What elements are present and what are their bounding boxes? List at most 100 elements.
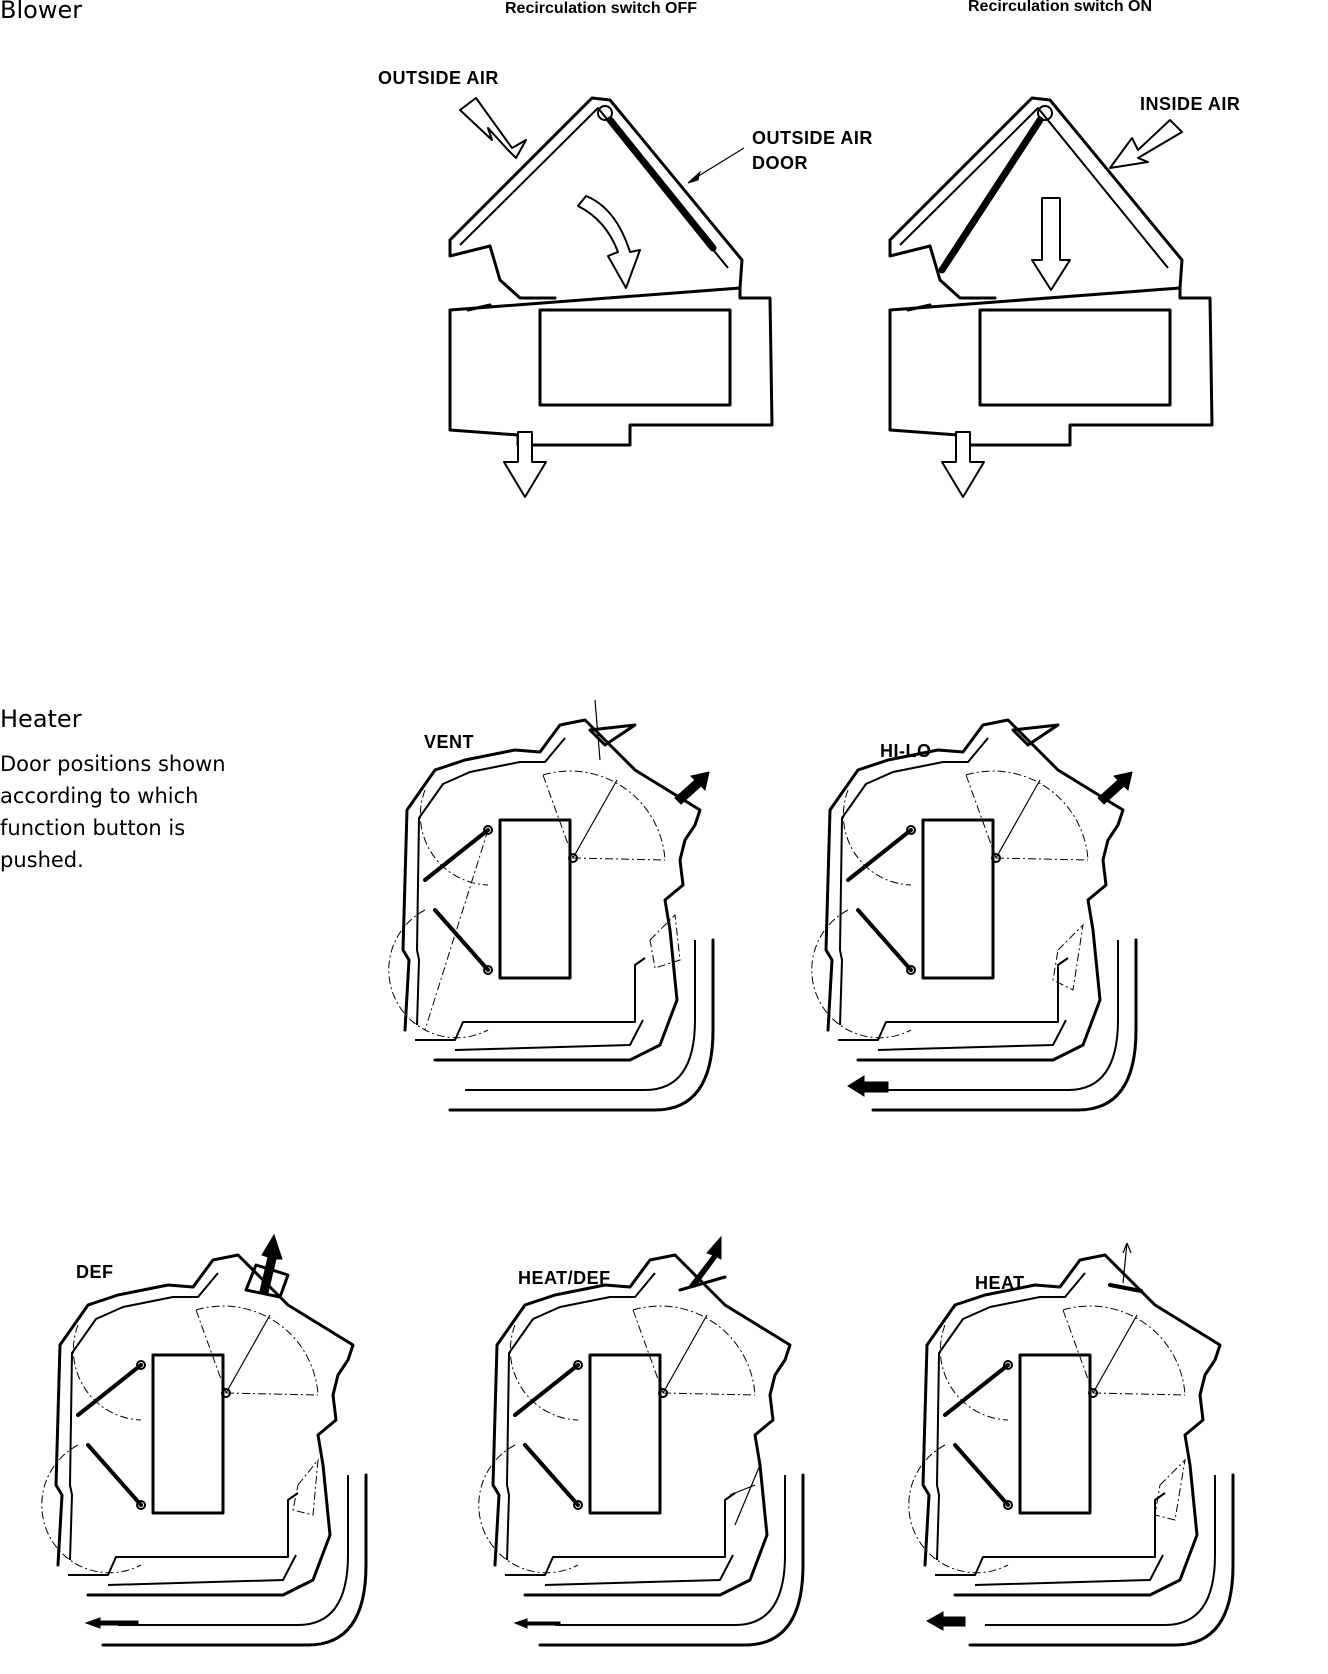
blower-section-title: Blower — [0, 0, 83, 24]
heater-floor-duct — [505, 1475, 786, 1626]
heater-hilo-diagram — [811, 718, 1138, 1112]
heater-case-inner-wall — [506, 1272, 734, 1586]
mode-door — [995, 779, 1041, 859]
heater-vent-diagram — [388, 699, 715, 1112]
heater-core — [588, 1353, 662, 1515]
heater-heat-diagram — [908, 1242, 1235, 1647]
mode-door-swing-arc — [542, 770, 666, 861]
heater-floor-duct-outer — [101, 1473, 368, 1647]
defrost-outlet-arrow — [259, 1233, 283, 1294]
heater-case-outline — [401, 718, 702, 1062]
pivot — [906, 825, 916, 835]
heatdef-mode-label: HEAT/DEF — [518, 1268, 611, 1288]
air-mix-door-lower — [523, 1443, 580, 1507]
blower-recirculation-off-diagram — [448, 96, 774, 498]
outside-air-label: OUTSIDE AIR — [378, 68, 499, 88]
floor-door-swing — [1052, 923, 1084, 991]
heat-mode-label: HEAT — [975, 1273, 1025, 1293]
heater-def-diagram — [41, 1233, 368, 1647]
recirculation-on-header: Recirculation switch ON — [968, 0, 1153, 15]
door-swing-arc — [478, 1324, 579, 1574]
blower-fan — [978, 308, 1172, 407]
blower-fan — [538, 308, 732, 407]
heater-description-line: according to which — [0, 784, 199, 808]
def-mode-label: DEF — [76, 1262, 114, 1282]
mode-door — [572, 779, 618, 859]
outside-air-door — [938, 116, 1044, 274]
blower-case — [448, 286, 774, 447]
air-mix-door-upper — [943, 1363, 1010, 1417]
mode-door — [225, 1314, 271, 1394]
outside-air-door — [606, 116, 717, 252]
door-swing-arc — [41, 1324, 142, 1574]
floor-outlet-arrow — [84, 1617, 139, 1629]
heater-floor-duct — [415, 940, 696, 1091]
recirculation-off-header: Recirculation switch OFF — [505, 0, 698, 17]
air-mix-door-upper — [513, 1363, 580, 1417]
mode-door-swing-arc — [965, 770, 1089, 861]
heater-description-line: pushed. — [0, 848, 84, 872]
heater-case-inner-wall — [69, 1272, 297, 1586]
outside-air-door-label-line2: DOOR — [752, 153, 808, 173]
air-mix-door-lower — [86, 1443, 143, 1507]
heater-case-outline — [54, 1253, 355, 1597]
heater-core — [1018, 1353, 1092, 1515]
heater-floor-duct — [838, 940, 1119, 1091]
pivot — [573, 1360, 583, 1370]
heater-description-line: function button is — [0, 816, 186, 840]
blower-intake-housing — [448, 96, 744, 300]
blower-case — [888, 286, 1214, 447]
heater-case-inner-wall — [936, 1272, 1164, 1586]
floor-outlet-arrow — [513, 1618, 561, 1629]
air-mix-door-lower — [856, 908, 913, 972]
floor-door-swing — [292, 1458, 319, 1516]
mode-door — [1092, 1314, 1138, 1394]
floor-door-swing — [1154, 1458, 1186, 1521]
heater-floor-duct-outer — [871, 938, 1138, 1112]
blower-intake-inner-wall — [899, 107, 1169, 269]
pivot — [1003, 1360, 1013, 1370]
air-mix-door-upper — [76, 1363, 143, 1417]
air-mix-door-upper — [423, 828, 490, 882]
air-mix-door-lower — [433, 908, 490, 972]
defrost-door — [1108, 1283, 1143, 1293]
hilo-mode-label: HI-LO — [880, 741, 932, 761]
pivot — [136, 1500, 146, 1510]
heater-case-outline — [824, 718, 1125, 1062]
defrost-door — [1011, 723, 1060, 747]
air-mix-door-upper — [846, 828, 913, 882]
outside-air-door-label-line1: OUTSIDE AIR — [752, 128, 873, 148]
floor-outlet-arrow — [847, 1075, 889, 1097]
door-swing-arc — [908, 1324, 1009, 1574]
floor-door-swing — [649, 913, 681, 969]
floor-outlet-arrow — [925, 1611, 966, 1631]
blower-recirculation-on-diagram — [888, 96, 1214, 498]
airflow-curved-arrow — [577, 195, 641, 289]
defrost-door — [244, 1263, 290, 1299]
outside-air-inlet-arrow — [459, 97, 527, 159]
door-swing-arc — [811, 789, 912, 1039]
vent-outlet-arrow — [1097, 771, 1133, 805]
defrost-outlet-arrow — [1122, 1242, 1132, 1284]
pivot — [906, 965, 916, 975]
heater-description-line: Door positions shown — [0, 752, 226, 776]
heater-heatdef-diagram — [478, 1235, 805, 1647]
heater-case-outline — [921, 1253, 1222, 1597]
inside-air-label: INSIDE AIR — [1140, 94, 1241, 114]
heater-case-inner-wall — [416, 737, 644, 1051]
door-swing-arc — [388, 789, 489, 1039]
vent-outlet-arrow — [674, 771, 710, 805]
defrost-door-marker — [594, 699, 601, 761]
heater-case-inner-wall — [839, 737, 1067, 1051]
pivot — [483, 825, 493, 835]
airflow-down-arrow — [1031, 197, 1071, 291]
heater-core — [498, 818, 572, 980]
mode-door-swing-arc — [195, 1305, 319, 1396]
air-mix-door-lower — [953, 1443, 1010, 1507]
air-outlet-arrow — [503, 431, 547, 498]
mode-door — [662, 1314, 708, 1394]
heater-floor-duct — [935, 1475, 1216, 1626]
inside-air-inlet-arrow — [1109, 119, 1183, 169]
heater-case-outline — [491, 1253, 792, 1597]
defrost-door — [678, 1275, 727, 1292]
